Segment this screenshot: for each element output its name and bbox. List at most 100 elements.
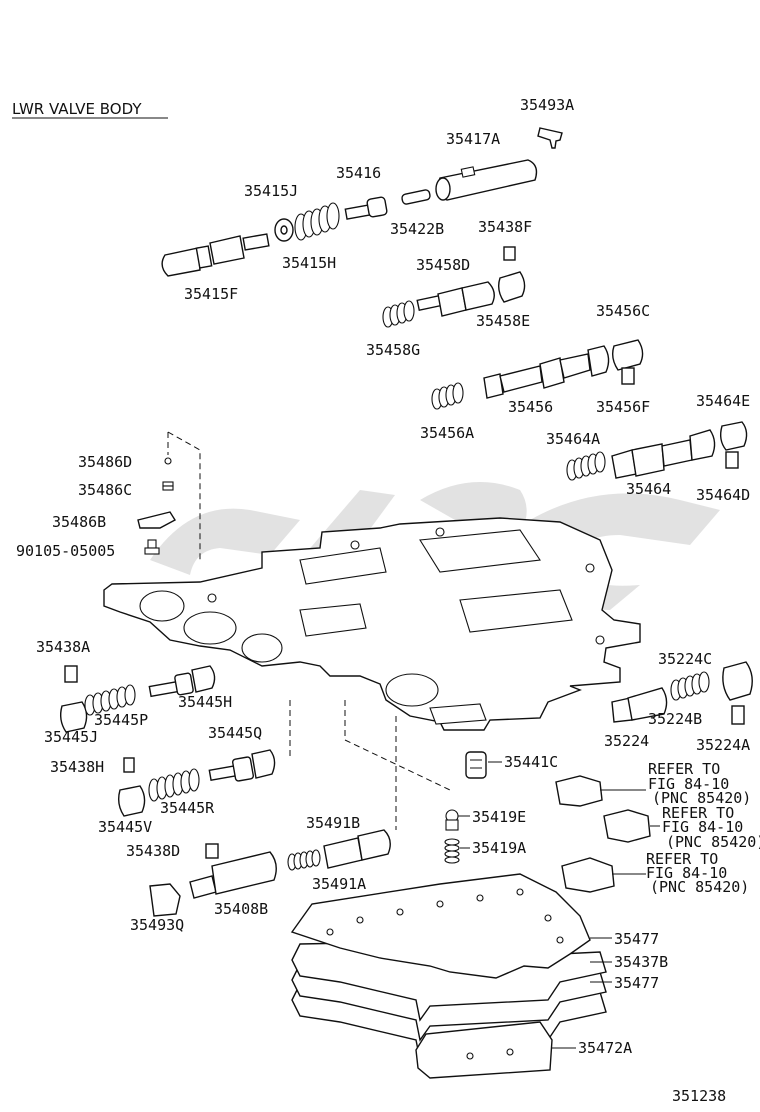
part-35464d-plug [725, 451, 739, 469]
part-35445p-spring [84, 684, 136, 716]
label-35456c: 35456C [596, 302, 650, 320]
part-35415h-spring [294, 202, 340, 241]
label-35464a: 35464A [546, 430, 600, 448]
solenoid-1 [555, 775, 603, 807]
label-35415f: 35415F [184, 285, 238, 303]
ref2-line3: (PNC 85420) [666, 833, 760, 851]
label-35477-lower: 35477 [614, 974, 659, 992]
part-35422b-pin [401, 189, 431, 205]
label-35224: 35224 [604, 732, 649, 750]
ref1-line2: FIG 84-10 [648, 775, 729, 793]
label-35441c: 35441C [504, 753, 558, 771]
ref3-line2: FIG 84-10 [646, 864, 727, 882]
label-35464: 35464 [626, 480, 671, 498]
part-35491b-spring [287, 849, 321, 871]
label-35458g: 35458G [366, 341, 420, 359]
label-35438a: 35438A [36, 638, 90, 656]
label-35415h: 35415H [282, 254, 336, 272]
solenoid-3 [561, 857, 615, 893]
part-35224c-spring [670, 671, 710, 701]
part-35441c-filter [465, 751, 487, 779]
part-35486b-plate [137, 511, 176, 529]
reference-notes: REFER TO FIG 84-10 (PNC 85420) REFER TO … [646, 760, 760, 896]
assembly-dashed-lines [167, 431, 451, 830]
part-35438a-plug [64, 665, 78, 683]
label-35458e: 35458E [476, 312, 530, 330]
part-35458e-cap [497, 271, 526, 303]
part-35464-valve [611, 429, 716, 479]
part-35415j-washer [274, 218, 294, 242]
part-35486d-ball [164, 457, 172, 465]
valve-body-casting [103, 517, 641, 731]
part-35438f-plug [503, 246, 516, 261]
label-35419a: 35419A [472, 839, 526, 857]
ref2-line1: REFER TO [662, 804, 734, 822]
part-35224b-cap [722, 661, 753, 701]
label-35419e: 35419E [472, 808, 526, 826]
label-35445j: 35445J [44, 728, 98, 746]
ref3-line3: (PNC 85420) [650, 878, 749, 896]
leader-lines [458, 761, 660, 1049]
label-35472a: 35472A [578, 1039, 632, 1057]
part-35486c-spring [162, 481, 174, 491]
part-35456a-spring [431, 382, 464, 410]
label-35416: 35416 [336, 164, 381, 182]
label-35415j: 35415J [244, 182, 298, 200]
label-35422b: 35422B [390, 220, 444, 238]
part-90105-05005-bolt [144, 539, 160, 555]
part-35408b-plug [189, 851, 277, 899]
label-35445v: 35445V [98, 818, 152, 836]
part-35493a-clip [537, 127, 563, 149]
label-35224a: 35224A [696, 736, 750, 754]
part-35458g-spring [382, 300, 415, 328]
part-35456-valve [483, 345, 610, 399]
part-35438h-plug [123, 757, 135, 773]
separator-plates [290, 873, 607, 1079]
label-35491a: 35491A [312, 875, 366, 893]
label-35224b: 35224B [648, 710, 702, 728]
ref2-line2: FIG 84-10 [662, 818, 743, 836]
label-90105-05005: 90105-05005 [16, 542, 115, 560]
part-35458d-valve [416, 281, 495, 317]
part-35456f-plug [621, 367, 635, 385]
part-35464e-cap [719, 421, 748, 451]
label-35486c: 35486C [78, 481, 132, 499]
solenoid-2 [603, 809, 651, 843]
label-35408b: 35408B [214, 900, 268, 918]
part-35224-valve [611, 687, 668, 723]
figure-number: 351238 [672, 1087, 726, 1105]
label-35438h: 35438H [50, 758, 104, 776]
label-35456a: 35456A [420, 424, 474, 442]
part-35456c-cap [611, 339, 644, 371]
part-35438d-plug [205, 843, 219, 859]
part-35491a-valve [323, 829, 391, 869]
label-35493a: 35493A [520, 96, 574, 114]
part-35445r-spring [148, 768, 200, 802]
part-35416-valve [344, 196, 388, 220]
label-35224c: 35224C [658, 650, 712, 668]
label-35477-upper: 35477 [614, 930, 659, 948]
label-35445r: 35445R [160, 799, 215, 817]
ref1-line3: (PNC 85420) [652, 789, 751, 807]
ref1-line1: REFER TO [648, 760, 720, 778]
label-35456f: 35456F [596, 398, 650, 416]
part-35417a-sleeve [435, 159, 538, 201]
label-35438d: 35438D [126, 842, 180, 860]
part-35224a-plug [731, 705, 745, 725]
label-35445p: 35445P [94, 711, 148, 729]
label-35456: 35456 [508, 398, 553, 416]
part-35419e-check-ball [445, 809, 459, 831]
part-35464a-spring [566, 451, 606, 481]
label-35493q: 35493Q [130, 916, 184, 934]
label-35486d: 35486D [78, 453, 132, 471]
label-35486b: 35486B [52, 513, 106, 531]
ref3-line1: REFER TO [646, 850, 718, 868]
label-35445h: 35445H [178, 693, 232, 711]
part-35445h-valve [148, 665, 216, 698]
title-block: LWR VALVE BODY [12, 100, 168, 119]
part-35493q-clip [149, 883, 181, 917]
label-35458d: 35458D [416, 256, 470, 274]
label-35464d: 35464D [696, 486, 750, 504]
part-35445q-valve [208, 749, 276, 782]
